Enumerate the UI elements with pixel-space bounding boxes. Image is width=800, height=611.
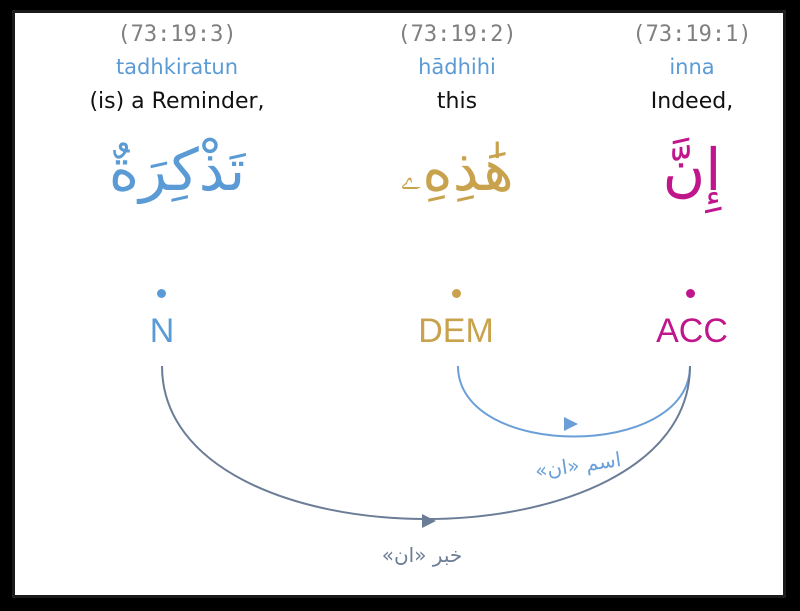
word-location: (73:19:2) [397,22,517,47]
word-location: (73:19:1) [632,22,752,47]
node-dot-dem [452,289,461,298]
word-transliteration: tadhkiratun [115,55,239,79]
pos-tag-acc: ACC [656,312,728,350]
arc-khabar-inna [161,365,691,520]
word-column-tadhkiratun: (73:19:3) tadhkiratun (is) a Reminder, ت… [67,22,287,204]
word-location: (73:19:3) [117,22,237,47]
arc-khabar-inna-arrow [422,514,436,528]
word-arabic: هَٰذِهِۦ [400,136,514,204]
dependency-arcs: اسم «ان» خبر «ان» [161,365,691,567]
pos-tag-n: N [149,312,175,350]
arc-ism-inna-arrow [564,417,578,431]
word-translation: (is) a Reminder, [89,89,265,114]
word-column-hadhihi: (73:19:2) hādhihi this هَٰذِهِۦ [347,22,567,205]
word-translation: this [436,89,478,114]
node-dot-n [157,289,166,298]
word-translation: Indeed, [650,89,734,114]
word-transliteration: hādhihi [418,55,496,79]
node-dot-acc [686,289,695,298]
arc-ism-inna [457,365,691,438]
relation-label-khabar-inna: خبر «ان» [382,543,463,567]
word-column-inna: (73:19:1) inna Indeed, إِنَّ [582,22,800,204]
pos-tag-dem: DEM [418,312,494,350]
word-arabic: تَذْكِرَةٌ [108,136,246,204]
word-transliteration: inna [669,55,715,79]
relation-label-ism-inna: اسم «ان» [533,447,622,483]
dependency-graph-panel: (73:19:3) tadhkiratun (is) a Reminder, ت… [12,10,786,598]
word-arabic: إِنَّ [662,136,722,204]
